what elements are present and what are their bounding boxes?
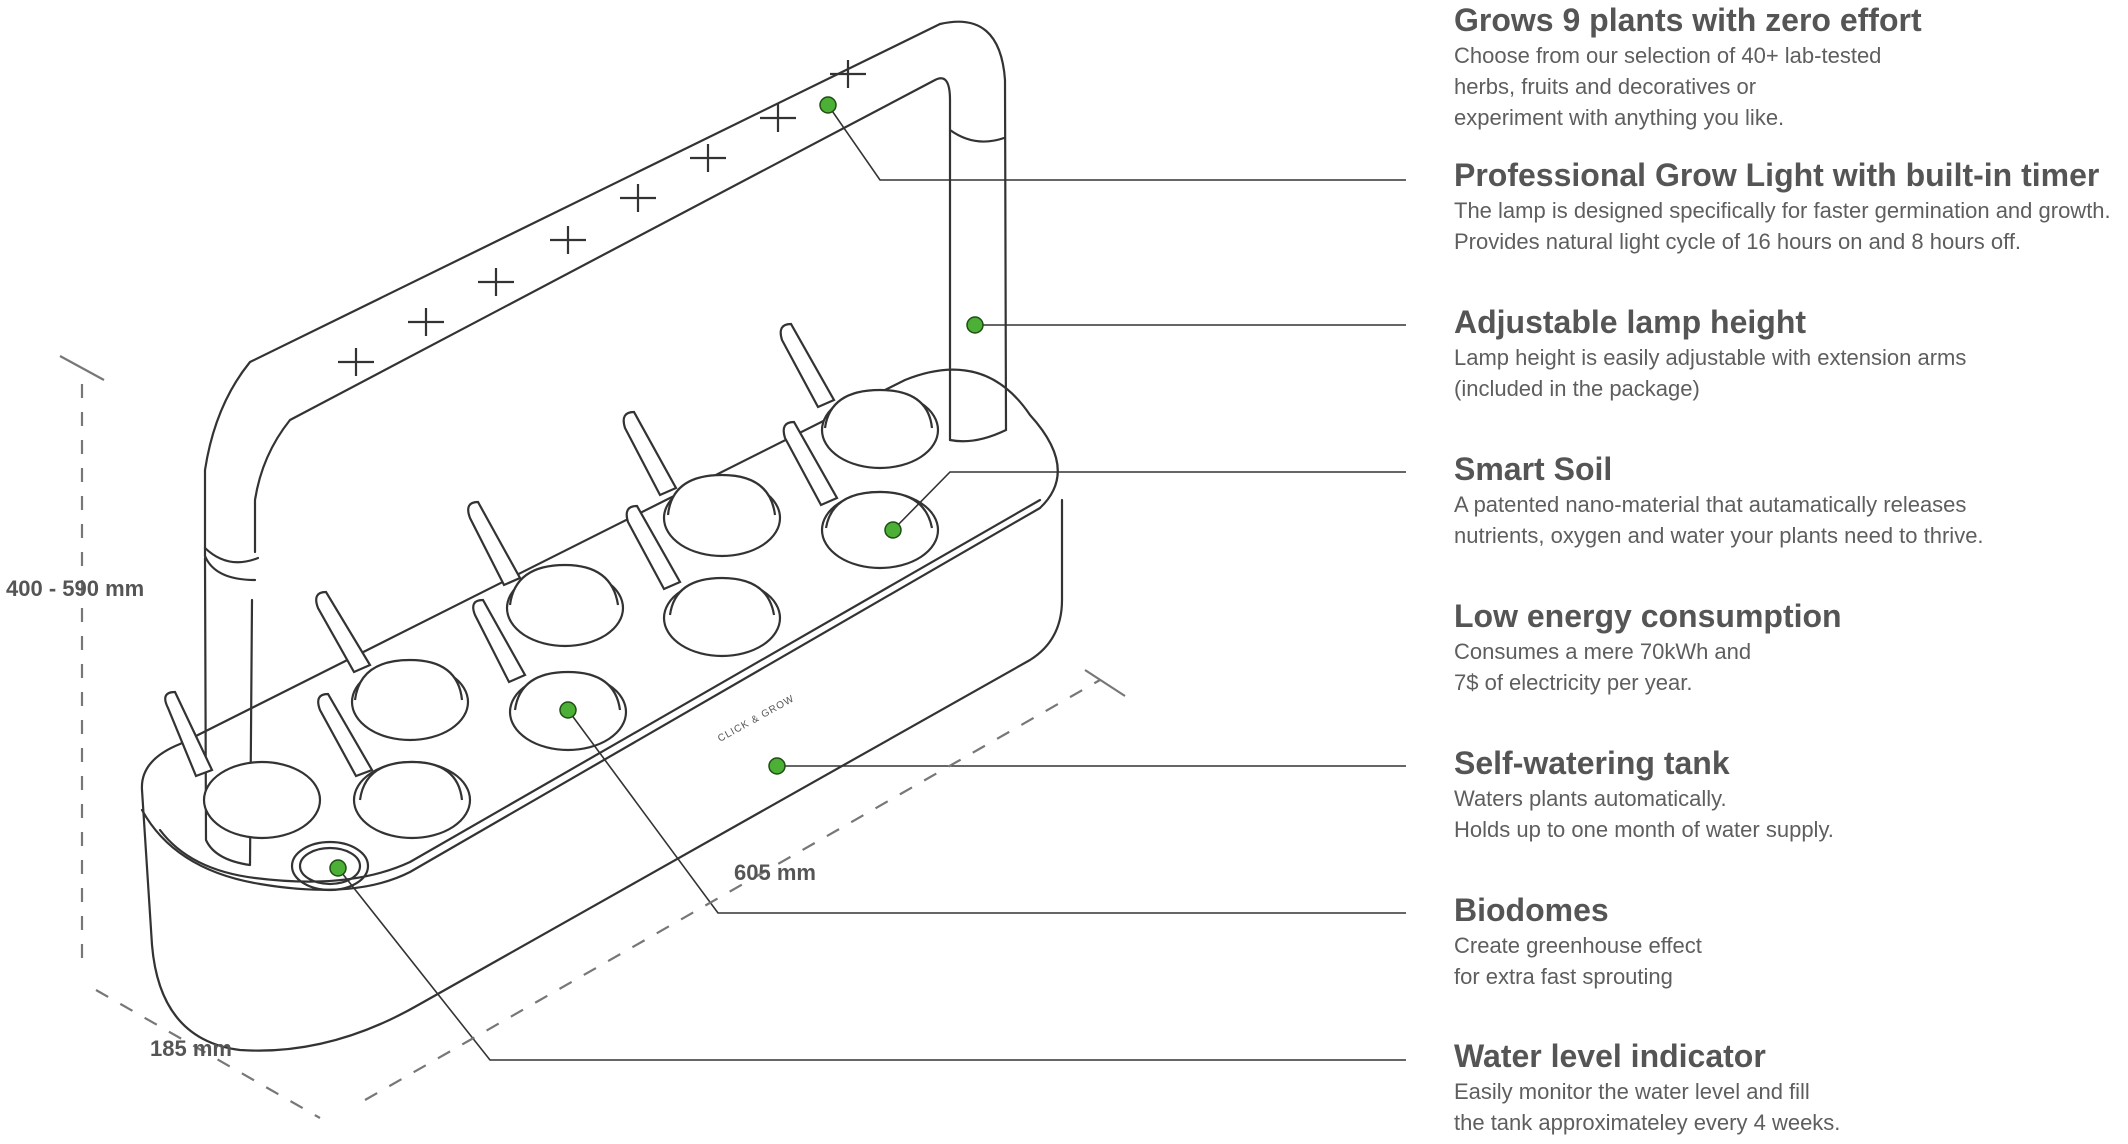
- feature-line: Provides natural light cycle of 16 hours…: [1454, 229, 2022, 254]
- feature-line: herbs, fruits and decoratives or: [1454, 74, 1757, 99]
- feature-title: Biodomes: [1454, 892, 1609, 928]
- tank-rim: [140, 368, 1059, 891]
- leader-lines: [337, 104, 1406, 1061]
- tank-body: [140, 498, 1064, 1052]
- feature-line: nutrients, oxygen and water your plants …: [1454, 523, 1984, 548]
- feature-self-watering: Self-watering tank Waters plants automat…: [1454, 743, 2124, 845]
- feature-line: A patented nano-material that autamatica…: [1454, 492, 1967, 517]
- water-indicator: [290, 840, 370, 892]
- feature-grow-light: Professional Grow Light with built-in ti…: [1454, 155, 2124, 257]
- feature-line: 7$ of electricity per year.: [1454, 670, 1693, 695]
- feature-water-level: Water level indicator Easily monitor the…: [1454, 1036, 2124, 1138]
- feature-biodomes: Biodomes Create greenhouse effect for ex…: [1454, 890, 2124, 992]
- dimension-lines: [59, 355, 1126, 1119]
- led-markers: [338, 60, 866, 376]
- feature-grows-9-plants: Grows 9 plants with zero effort Choose f…: [1454, 0, 2124, 133]
- lamp-arm: [203, 20, 1008, 558]
- depth-dimension-label: 185 mm: [150, 1036, 232, 1061]
- feature-line: Consumes a mere 70kWh and: [1454, 639, 1752, 664]
- feature-title: Adjustable lamp height: [1454, 304, 1807, 340]
- height-dimension-label: 400 - 590 mm: [6, 576, 145, 601]
- product-label: CLICK & GROW: [716, 693, 796, 744]
- feature-line: Create greenhouse effect: [1454, 933, 1702, 958]
- length-dimension-label: 605 mm: [734, 860, 816, 885]
- feature-title: Grows 9 plants with zero effort: [1454, 2, 1922, 38]
- feature-line: (included in the package): [1454, 376, 1700, 401]
- feature-line: Holds up to one month of water supply.: [1454, 817, 1834, 842]
- feature-title: Professional Grow Light with built-in ti…: [1454, 157, 2100, 193]
- feature-line: Easily monitor the water level and fill: [1454, 1079, 1810, 1104]
- feature-smart-soil: Smart Soil A patented nano-material that…: [1454, 449, 2124, 551]
- feature-line: for extra fast sprouting: [1454, 964, 1673, 989]
- feature-adjustable-height: Adjustable lamp height Lamp height is ea…: [1454, 302, 2124, 404]
- feature-title: Smart Soil: [1454, 451, 1613, 487]
- feature-line: the tank approximateley every 4 weeks.: [1454, 1110, 1841, 1135]
- feature-line: The lamp is designed specifically for fa…: [1454, 198, 2111, 223]
- feature-line: Choose from our selection of 40+ lab-tes…: [1454, 43, 1882, 68]
- biodomes: [202, 388, 940, 840]
- feature-line: Waters plants automatically.: [1454, 786, 1727, 811]
- sprouts: [164, 322, 839, 778]
- feature-title: Low energy consumption: [1454, 598, 1842, 634]
- feature-title: Water level indicator: [1454, 1038, 1766, 1074]
- feature-dots: [329, 96, 984, 877]
- feature-low-energy: Low energy consumption Consumes a mere 7…: [1454, 596, 2124, 698]
- feature-title: Self-watering tank: [1454, 745, 1730, 781]
- feature-line: experiment with anything you like.: [1454, 105, 1785, 130]
- feature-line: Lamp height is easily adjustable with ex…: [1454, 345, 1967, 370]
